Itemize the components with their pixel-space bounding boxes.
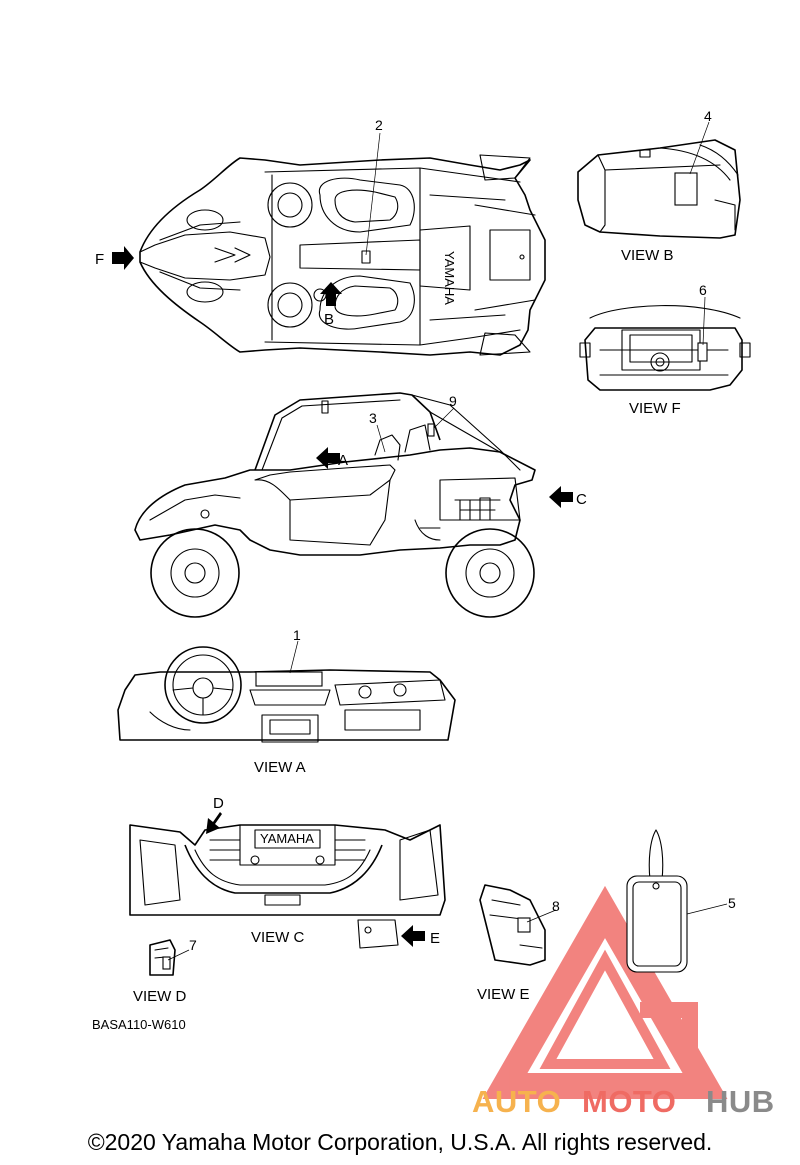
view-b-label: VIEW B bbox=[621, 247, 674, 264]
automotohub-watermark-text: AUTO MOTO HUB bbox=[472, 1084, 775, 1119]
view-f-label: VIEW F bbox=[629, 400, 681, 417]
view-d-drawing bbox=[149, 939, 176, 976]
view-d-arrow bbox=[206, 812, 222, 834]
watermark-auto: AUTO bbox=[472, 1084, 561, 1119]
leader-line-1 bbox=[289, 640, 299, 674]
item-5-hang-tag bbox=[626, 829, 688, 973]
callout-6: 6 bbox=[699, 282, 707, 298]
view-e-drawing bbox=[479, 884, 546, 966]
view-d-label: VIEW D bbox=[133, 988, 187, 1005]
arrow-letter-d: D bbox=[213, 795, 224, 812]
callout-2: 2 bbox=[375, 117, 383, 133]
arrow-letter-c: C bbox=[576, 491, 587, 508]
view-b-drawing bbox=[577, 139, 741, 239]
view-e-arrow bbox=[401, 925, 425, 947]
callout-1: 1 bbox=[293, 627, 301, 643]
side-view-vehicle bbox=[134, 392, 536, 618]
leader-line-3 bbox=[376, 424, 386, 453]
callout-7: 7 bbox=[189, 937, 197, 953]
automotohub-watermark-logo bbox=[482, 885, 728, 1099]
callout-9: 9 bbox=[449, 393, 457, 409]
arrow-letter-b: B bbox=[324, 311, 334, 328]
callout-4: 4 bbox=[704, 108, 712, 124]
arrow-letter-e: E bbox=[430, 930, 440, 947]
leader-line-5 bbox=[686, 903, 728, 915]
arrow-letter-a: A bbox=[338, 452, 348, 469]
view-c-arrow bbox=[549, 486, 573, 508]
svg-text:YAMAHA: YAMAHA bbox=[442, 251, 457, 305]
copyright-notice: ©2020 Yamaha Motor Corporation, U.S.A. A… bbox=[87, 1129, 713, 1155]
view-b-arrow bbox=[320, 282, 342, 306]
watermark-moto: MOTO bbox=[582, 1084, 676, 1119]
leader-line-7 bbox=[167, 949, 190, 961]
top-view-vehicle: YAMAHA bbox=[139, 154, 546, 356]
view-e-label: VIEW E bbox=[477, 986, 530, 1003]
view-c-drawing: YAMAHA bbox=[129, 824, 446, 949]
view-a-drawing bbox=[117, 646, 456, 743]
view-f-drawing bbox=[579, 305, 751, 391]
callout-8: 8 bbox=[552, 898, 560, 914]
watermark-hub: HUB bbox=[706, 1084, 775, 1119]
leader-line-6 bbox=[702, 296, 706, 346]
view-c-label: VIEW C bbox=[251, 929, 305, 946]
diagram-code: BASA110-W610 bbox=[92, 1017, 186, 1032]
callout-3: 3 bbox=[369, 410, 377, 426]
callout-5: 5 bbox=[728, 895, 736, 911]
leader-line-2 bbox=[365, 132, 381, 256]
view-a-label: VIEW A bbox=[254, 759, 306, 776]
leader-line-4 bbox=[689, 121, 710, 175]
leader-line-8 bbox=[526, 909, 557, 923]
leader-line-9 bbox=[431, 407, 455, 431]
arrow-letter-f: F bbox=[95, 251, 104, 268]
view-a-arrow bbox=[316, 447, 340, 469]
hood-brand-mark-rear: YAMAHA bbox=[260, 831, 314, 846]
view-f-arrow bbox=[112, 246, 134, 270]
